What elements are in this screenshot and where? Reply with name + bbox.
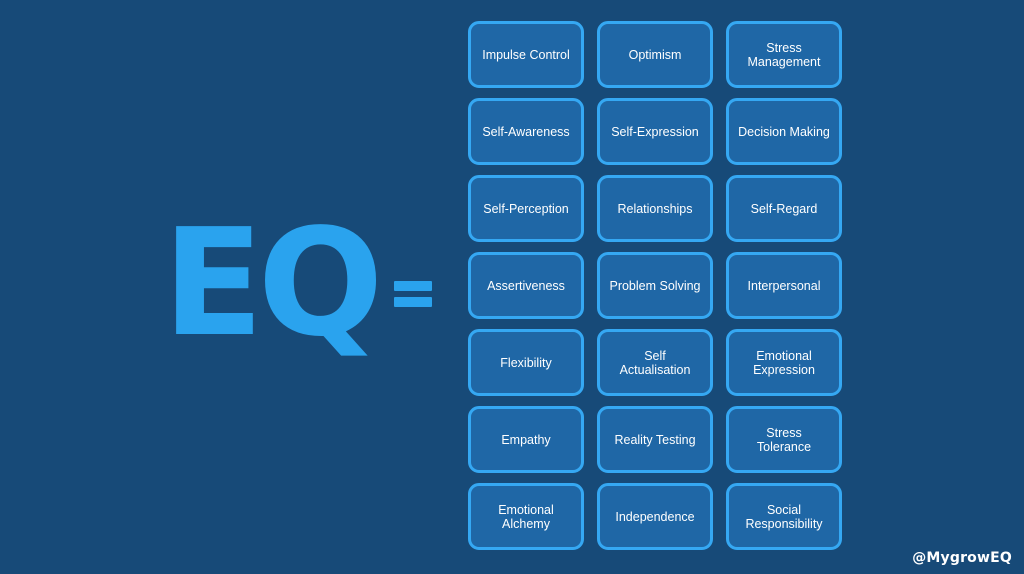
eq-component-box: Stress Management bbox=[726, 21, 842, 88]
eq-component-box: Flexibility bbox=[468, 329, 584, 396]
equals-bar-top bbox=[394, 281, 432, 291]
eq-component-box: Optimism bbox=[597, 21, 713, 88]
eq-component-box: Impulse Control bbox=[468, 21, 584, 88]
eq-component-box: Independence bbox=[597, 483, 713, 550]
eq-heading: EQ bbox=[162, 197, 384, 369]
eq-component-box: Self-Awareness bbox=[468, 98, 584, 165]
equals-bar-bottom bbox=[394, 297, 432, 307]
eq-component-box: Interpersonal bbox=[726, 252, 842, 319]
eq-component-box: Social Responsibility bbox=[726, 483, 842, 550]
eq-component-box: Stress Tolerance bbox=[726, 406, 842, 473]
eq-component-box: Relationships bbox=[597, 175, 713, 242]
eq-component-box: Self Actualisation bbox=[597, 329, 713, 396]
equals-sign bbox=[394, 275, 434, 311]
social-handle: @MygrowEQ bbox=[912, 550, 1012, 566]
eq-component-box: Emotional Alchemy bbox=[468, 483, 584, 550]
eq-component-box: Self-Regard bbox=[726, 175, 842, 242]
eq-component-box: Decision Making bbox=[726, 98, 842, 165]
eq-component-box: Emotional Expression bbox=[726, 329, 842, 396]
eq-component-box: Assertiveness bbox=[468, 252, 584, 319]
eq-component-box: Empathy bbox=[468, 406, 584, 473]
eq-component-box: Problem Solving bbox=[597, 252, 713, 319]
eq-component-box: Reality Testing bbox=[597, 406, 713, 473]
eq-component-box: Self-Perception bbox=[468, 175, 584, 242]
eq-component-box: Self-Expression bbox=[597, 98, 713, 165]
